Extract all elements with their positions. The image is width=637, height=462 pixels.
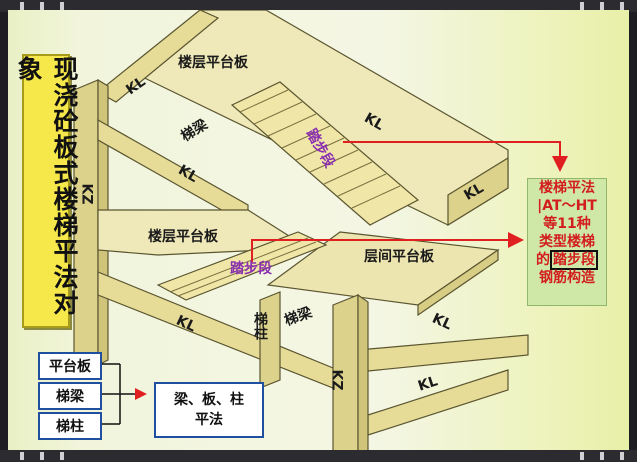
legend-result-line-2: 平法 — [195, 412, 223, 428]
arrow-lower-segment — [251, 232, 524, 262]
stair-types-note-box: 楼梯平法 |AT～HT 等11种 类型楼梯 的踏步段 钢筋构造 — [527, 178, 607, 306]
note-line-3: 等11种 — [543, 216, 591, 232]
note-line-1: 楼梯平法 — [539, 180, 595, 196]
film-strip-bottom — [0, 450, 637, 462]
label-stair-segment-upper: 踏步段 — [302, 126, 338, 171]
note-line-2: |AT～HT — [537, 198, 597, 214]
label-stair-beam-lower: 梯梁 — [282, 304, 315, 330]
label-stair-column: 梯柱 — [252, 312, 268, 340]
note-line-6: 钢筋构造 — [539, 270, 595, 286]
label-kz-right: KZ — [328, 369, 345, 391]
film-strip-top — [0, 0, 637, 12]
label-kl-4: KL — [461, 180, 487, 204]
stair-column — [259, 291, 281, 389]
stair-structure-drawing — [73, 10, 568, 452]
beam-kl-bottom — [367, 369, 509, 436]
beam-kl-top — [96, 10, 220, 103]
legend-item-column: 梯柱 — [38, 412, 102, 440]
column-kz-right-face — [357, 293, 369, 452]
note-line-4: 类型楼梯 — [539, 234, 595, 250]
label-floor-platform-mid: 楼层平台板 — [148, 229, 218, 245]
label-stair-beam-upper: 梯梁 — [178, 116, 211, 146]
legend-result-line-1: 梁、板、柱 — [174, 392, 244, 408]
floor-slab-mid — [97, 209, 310, 256]
label-kl-7: KL — [416, 373, 440, 395]
label-mid-platform: 层间平台板 — [364, 249, 434, 265]
legend-item-beam: 梯梁 — [38, 382, 102, 410]
beam-kl-right-top — [447, 156, 509, 227]
legend-result-box: 梁、板、柱 平法 — [154, 382, 264, 438]
note-highlight: 踏步段 — [550, 250, 598, 270]
legend-item-platform: 平台板 — [38, 352, 102, 380]
column-kz-right — [332, 294, 359, 452]
label-kl-3: KL — [175, 162, 201, 186]
label-kl-5: KL — [173, 312, 199, 336]
beam-kl-left-mid — [97, 118, 249, 227]
label-kl-1: KL — [123, 73, 149, 99]
vertical-title: 现浇砼板式楼梯平法对象 — [14, 54, 79, 328]
label-kl-6: KL — [429, 310, 455, 334]
stair-flight-upper — [230, 81, 420, 226]
mid-platform-edge — [417, 248, 499, 317]
note-line-5: 的踏步段 — [528, 250, 606, 270]
slide: 现浇砼板式楼梯平法对象 楼层平台板 楼层平台板 层间平台板 踏步段 踏步段 梯梁… — [8, 10, 629, 452]
label-stair-segment-lower: 踏步段 — [230, 261, 272, 277]
beam-kl-lower-right — [357, 334, 529, 373]
label-kl-2: KL — [361, 110, 387, 134]
label-kz-left: KZ — [78, 183, 95, 205]
label-floor-platform-top: 楼层平台板 — [178, 55, 248, 71]
vertical-title-text: 现浇砼板式楼梯平法对象 — [14, 56, 79, 316]
arrow-upper-segment — [343, 141, 568, 172]
